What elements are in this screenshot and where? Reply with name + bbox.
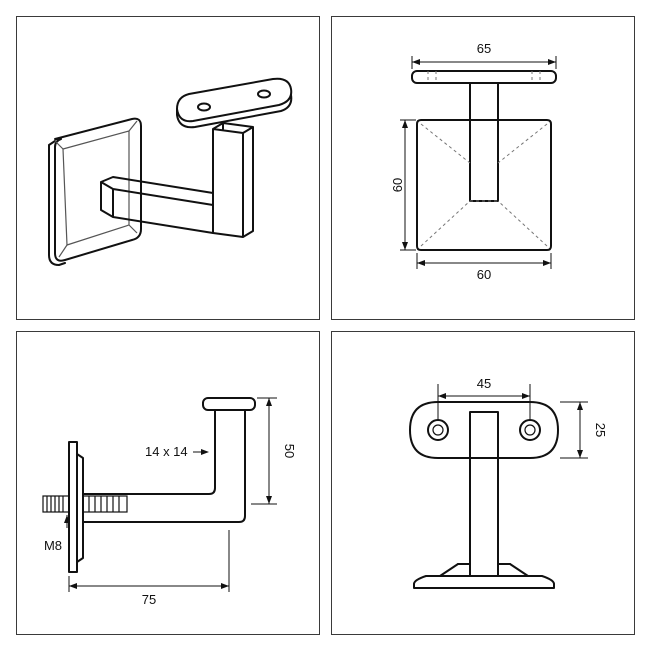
side-drawing: 14 x 14 50 M8 75 — [42, 397, 297, 607]
dim-plate-height-60: 60 — [390, 178, 405, 192]
threaded-stud-back — [82, 495, 128, 513]
isometric-drawing — [48, 77, 293, 266]
threaded-stud — [42, 495, 70, 513]
saddle-plate-front — [411, 70, 557, 84]
vertical-post — [212, 122, 254, 238]
rear-drawing: 45 25 — [409, 376, 608, 589]
saddle-hole-right-outer — [519, 419, 541, 441]
front-view-panel: 65 60 60 — [331, 16, 635, 320]
side-view-panel: 14 x 14 50 M8 75 — [16, 331, 320, 635]
wall-plate-base — [413, 575, 555, 589]
saddle-plate-thickness — [176, 94, 293, 129]
saddle-hole-left — [197, 102, 211, 112]
dim-hole-spacing-45: 45 — [477, 376, 491, 391]
saddle-hole-right — [257, 89, 271, 99]
dim-length-75: 75 — [142, 592, 156, 607]
rear-view-panel: 45 25 — [331, 331, 635, 635]
post-rear — [469, 411, 499, 577]
saddle-hole-left-outer — [427, 419, 449, 441]
saddle-side — [202, 397, 256, 411]
dim-width-65: 65 — [477, 41, 491, 56]
dim-saddle-width-25: 25 — [593, 423, 608, 437]
saddle-plate — [176, 77, 293, 123]
saddle-hole-left-inner — [432, 424, 444, 436]
horizontal-arm — [100, 176, 214, 234]
saddle-hole-right-inner — [524, 424, 536, 436]
label-thread-m8: M8 — [44, 538, 62, 553]
isometric-view-panel — [16, 16, 320, 320]
saddle-plate-top — [409, 401, 559, 459]
label-tube-size: 14 x 14 — [145, 444, 188, 459]
front-drawing: 65 60 60 — [390, 41, 557, 282]
dim-plate-width-60: 60 — [477, 267, 491, 282]
wall-plate — [54, 117, 142, 262]
dim-height-50: 50 — [282, 444, 297, 458]
wall-plate-bevel — [62, 130, 130, 246]
wall-plate-side — [68, 441, 78, 573]
wall-plate-edge — [48, 140, 66, 266]
post-front — [469, 82, 499, 202]
wall-plate-front — [416, 119, 552, 251]
